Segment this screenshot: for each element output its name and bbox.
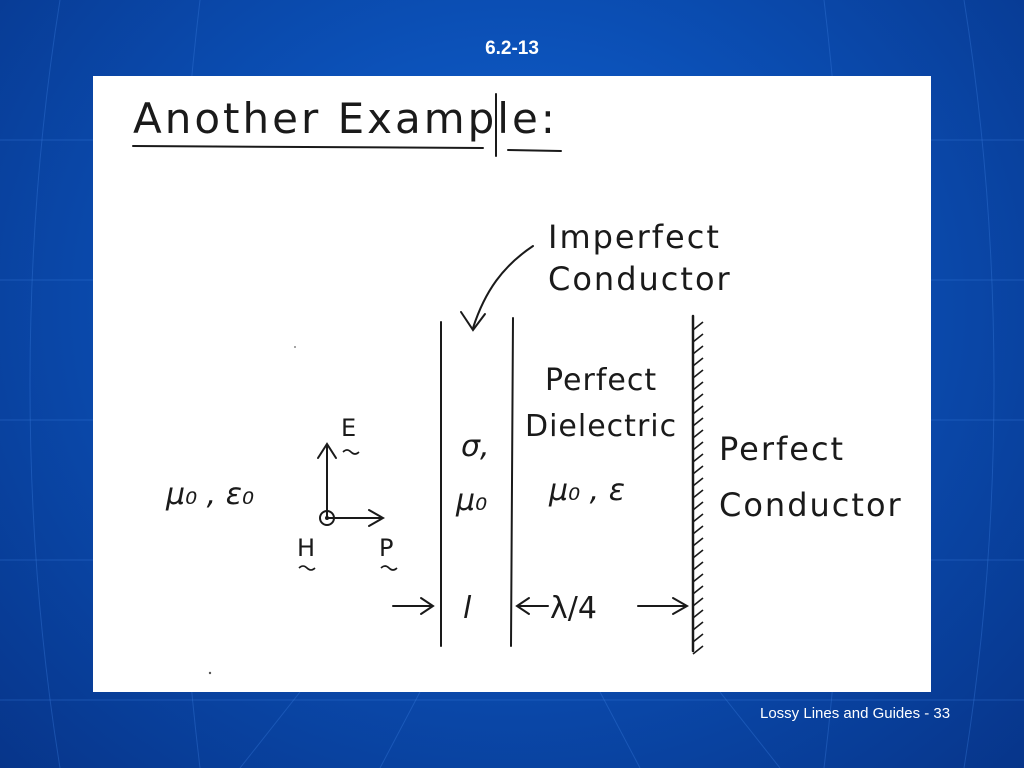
h-field-label: H (297, 534, 316, 562)
conductor-hatching (692, 321, 704, 655)
conductor-line-2: Conductor (719, 486, 903, 524)
paper-speck (208, 671, 212, 675)
hatch-mark (692, 633, 704, 643)
slab-right-wall (510, 317, 514, 647)
p-arrowhead (368, 509, 386, 527)
dielectric-line-1: Perfect (545, 363, 658, 398)
hatch-mark (692, 417, 704, 427)
hatch-mark (692, 345, 704, 355)
imperfect-line-2: Conductor (548, 260, 732, 298)
hatch-mark (692, 561, 704, 571)
e-tilde (342, 449, 360, 455)
slab-permeability: μ₀ (456, 483, 488, 518)
dielectric-params: μ₀ , ε (549, 473, 625, 508)
dielectric-line-2: Dielectric (525, 409, 678, 444)
hatch-mark (692, 477, 704, 487)
pointer-arrowhead (460, 311, 486, 332)
slab-thickness-label: l (463, 591, 472, 626)
p-tilde (380, 565, 398, 571)
hatch-mark (692, 453, 704, 463)
hatch-mark (692, 585, 704, 595)
diagram-title: Another Example: (133, 94, 558, 143)
sketch-panel: Another Example: Imperfect Conductor Per… (93, 76, 931, 692)
hatch-mark (692, 513, 704, 523)
hatch-mark (692, 321, 704, 331)
h-field-symbol (319, 510, 335, 526)
pointer-arrow (472, 245, 534, 329)
quarter-wave-label: λ/4 (550, 591, 597, 626)
hatch-mark (692, 537, 704, 547)
h-field-dot (325, 516, 329, 520)
hatch-mark (692, 525, 704, 535)
hatch-mark (692, 621, 704, 631)
slide-footer: Lossy Lines and Guides - 33 (760, 705, 951, 722)
lambda-left-arrowhead (515, 597, 530, 615)
hatch-mark (692, 501, 704, 511)
hatch-mark (692, 333, 704, 343)
perfect-conductor-label: Perfect Conductor (719, 421, 903, 533)
e-arrowhead (317, 442, 337, 459)
imperfect-conductor-label: Imperfect Conductor (548, 216, 732, 300)
hatch-mark (692, 609, 704, 619)
hatch-mark (692, 645, 704, 655)
sketch-lines (132, 93, 704, 675)
conductor-line-1: Perfect (719, 430, 846, 468)
title-underline (132, 145, 484, 149)
imperfect-line-1: Imperfect (548, 218, 721, 256)
hatch-mark (692, 597, 704, 607)
hatch-mark (692, 441, 704, 451)
left-medium-params: μ₀ , ε₀ (166, 477, 254, 512)
slide-number: 6.2-13 (485, 38, 539, 59)
hatch-mark (692, 465, 704, 475)
hatch-mark (692, 429, 704, 439)
perfect-dielectric-label: Perfect Dielectric (525, 358, 677, 450)
title-underline-2 (507, 149, 562, 152)
e-field-label: E (341, 414, 357, 442)
hatch-mark (692, 549, 704, 559)
paper-speck (294, 346, 296, 348)
hatch-mark (692, 369, 704, 379)
hatch-mark (692, 489, 704, 499)
hatch-mark (692, 381, 704, 391)
hatch-mark (692, 405, 704, 415)
hatch-mark (692, 393, 704, 403)
incident-arrowhead (420, 597, 435, 615)
p-vector-label: P (379, 534, 394, 562)
hatch-mark (692, 357, 704, 367)
hatch-mark (692, 573, 704, 583)
slab-conductivity: σ, (461, 429, 490, 464)
h-tilde (298, 565, 316, 571)
lambda-right-arrowhead (672, 597, 690, 615)
